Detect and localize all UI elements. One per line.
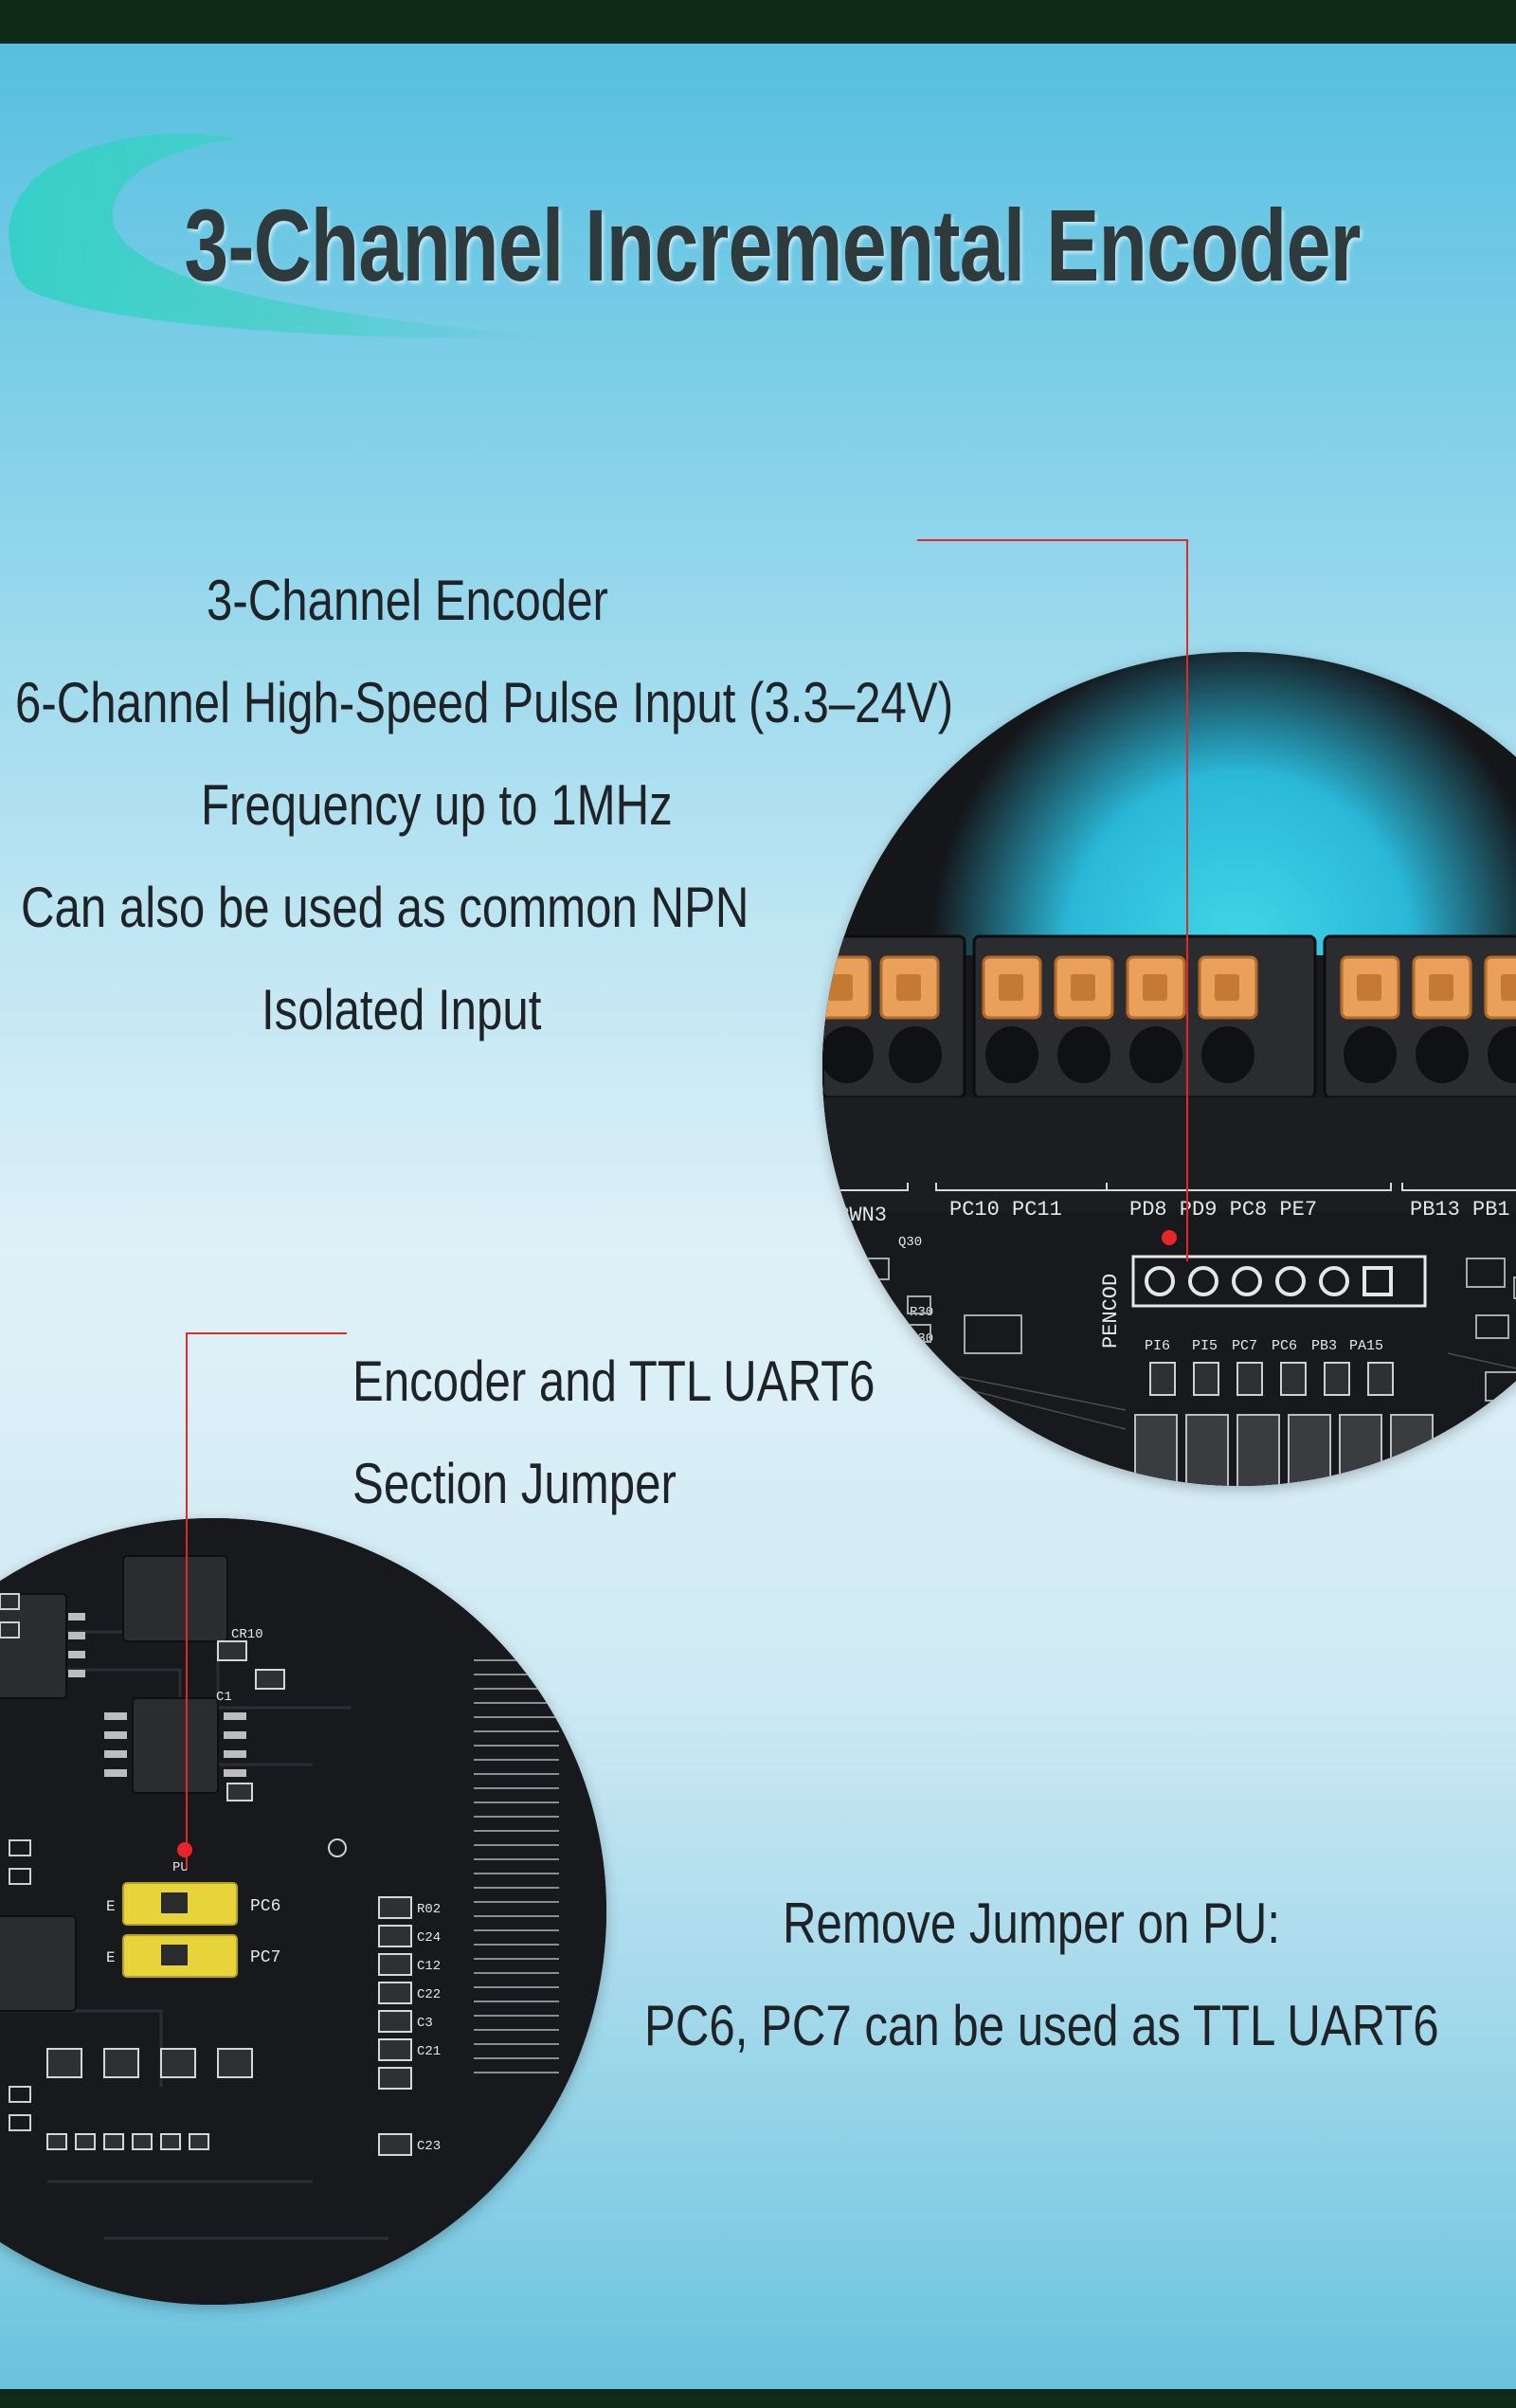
silk-label-r02: R02 [417,1902,441,1917]
silk-label-pu: PU [172,1860,189,1875]
silk-label-e2: E [106,1949,116,1966]
silk-label-cr10: CR10 [231,1627,263,1642]
silk-label-c1: C1 [216,1690,232,1705]
silk-pin-pi6: PI6 [1145,1338,1170,1354]
leader-line-bottom-vertical [186,1332,188,1869]
spec-line-encoder: 3-Channel Encoder [207,569,608,632]
spec-line-isolated: Isolated Input [262,978,542,1041]
spec-line-npn: Can also be used as common NPN [21,876,749,939]
silk-pin-pc6: PC6 [1272,1338,1297,1354]
leader-line-top-vertical [1186,539,1188,1261]
jumper-note-line-2: Section Jumper [352,1452,677,1515]
silk-label-pc7: PC7 [250,1948,280,1967]
remove-note-line-1: Remove Jumper on PU: [783,1892,1281,1955]
silk-label-pc6: PC6 [250,1897,280,1916]
silk-pin-pi5: PI5 [1192,1338,1218,1354]
terminal-board-illustration: SPWN3 PC10 PC11 PD8 PD9 PC8 PE7 PB13 PB1… [822,934,1516,1486]
spec-line-pulse-input: 6-Channel High-Speed Pulse Input (3.3–24… [15,671,954,734]
silk-label-c22: C22 [417,1987,441,2002]
silk-label-c3: C3 [417,2016,433,2031]
silk-label-pc10-pc11: PC10 PC11 [949,1198,1062,1222]
silk-pin-pa15: PA15 [1349,1338,1383,1354]
spec-line-frequency: Frequency up to 1MHz [201,773,673,837]
silk-label-pencod: PENCOD [1099,1274,1123,1349]
silk-label-c24: C24 [417,1930,441,1946]
silk-label-c21: C21 [417,2044,441,2059]
promo-canvas: 3-Channel Incremental Encoder 3-Channel … [0,44,1516,2389]
silk-label-spwn3: SPWN3 [824,1204,887,1227]
jumper-note-line-1: Encoder and TTL UART6 [352,1349,875,1413]
silk-label-pd8-pe7: PD8 PD9 PC8 PE7 [1129,1198,1317,1222]
silk-label-pb13: PB13 PB1 [1410,1198,1510,1222]
board-closeup-terminals: SPWN3 PC10 PC11 PD8 PD9 PC8 PE7 PB13 PB1… [822,652,1516,1486]
silk-label-e1: E [106,1898,116,1915]
leader-dot-bottom [177,1842,192,1857]
leader-dot-top [1162,1230,1177,1245]
leader-line-bottom-horizontal [186,1332,347,1334]
silk-pin-pc7: PC7 [1232,1338,1257,1354]
page-title: 3-Channel Incremental Encoder [184,188,1361,302]
title-swoosh-decoration [9,133,560,338]
jumper-pc7 [122,1934,238,1978]
leader-line-top-horizontal [917,539,1188,541]
silk-pin-pb3: PB3 [1311,1338,1337,1354]
silk-label-c23: C23 [417,2139,441,2154]
board-closeup-jumpers: PU PC6 PC7 CR10 C1 R02 C24 C12 C22 C3 C2… [0,1518,606,2305]
jumper-board-illustration: PU PC6 PC7 CR10 C1 R02 C24 C12 C22 C3 C2… [0,1518,606,2305]
silk-label-c12: C12 [417,1959,441,1974]
remove-note-line-2: PC6, PC7 can be used as TTL UART6 [644,1994,1439,2057]
jumper-pc6 [122,1882,238,1926]
silk-label-q30: Q30 [898,1235,922,1250]
